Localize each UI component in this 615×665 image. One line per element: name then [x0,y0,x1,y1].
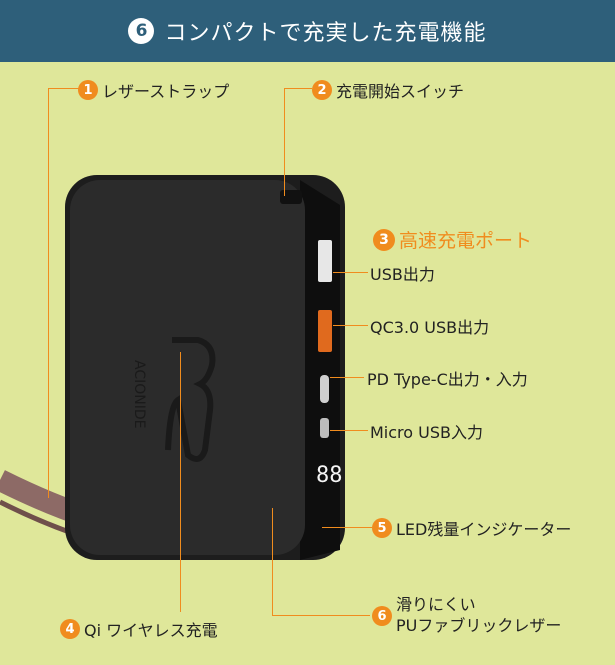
brand-text: ACIONIDE [131,360,147,428]
callout-4-text: Qi ワイヤレス充電 [84,621,218,640]
callout-6-line [272,615,370,616]
power-bank-image: ACIONIDE 88 [0,175,345,560]
callout-6-line-v [272,508,273,615]
callout-5-line [322,527,372,528]
callout-1-line [48,88,80,89]
callout-6-text-line2: PUファブリックレザー [396,616,562,635]
callout-2-text: 充電開始スイッチ [336,82,465,101]
callout-strap: 1 レザーストラップ [78,78,229,102]
callout-6-text: 滑りにくい PUファブリックレザー [396,594,561,636]
port-qc-out: QC3.0 USB出力 [370,318,490,337]
callout-6-badge: 6 [372,606,392,626]
port-qc-line [333,325,368,326]
callout-1-badge: 1 [78,80,98,100]
callout-4-badge: 4 [60,619,80,639]
port-micro: Micro USB入力 [370,423,483,442]
port-pd-line [330,377,364,378]
port-micro-line [330,430,368,431]
callout-5-badge: 5 [372,518,392,538]
callout-4-line [180,352,181,612]
callout-fast-port: 3 高速充電ポート [373,226,532,253]
callout-2-line-v [284,88,285,196]
callout-1-text: レザーストラップ [102,82,230,101]
banner-title: コンパクトで充実した充電機能 [164,21,487,46]
callout-switch: 2 充電開始スイッチ [312,78,464,102]
callout-wireless: 4 Qi ワイヤレス充電 [60,617,218,641]
callout-fabric: 6 滑りにくい PUファブリックレザー [372,594,561,636]
callout-3-badge: 3 [373,228,395,251]
callout-6-text-line1: 滑りにくい [396,595,476,614]
callout-3-text: 高速充電ポート [399,230,533,252]
callout-5-text: LED残量インジケーター [396,520,572,539]
callout-2-badge: 2 [312,80,332,100]
port-usb-line [333,272,368,273]
callout-1-line-v [48,88,49,498]
port-usb-out: USB出力 [370,265,435,284]
port-pd: PD Type-C出力・入力 [367,370,528,389]
banner-number: 6 [128,18,155,44]
led-display: 88 [316,463,343,488]
callout-led: 5 LED残量インジケーター [372,516,571,540]
callout-2-line [284,88,312,89]
feature-banner: 6 コンパクトで充実した充電機能 [0,0,615,62]
